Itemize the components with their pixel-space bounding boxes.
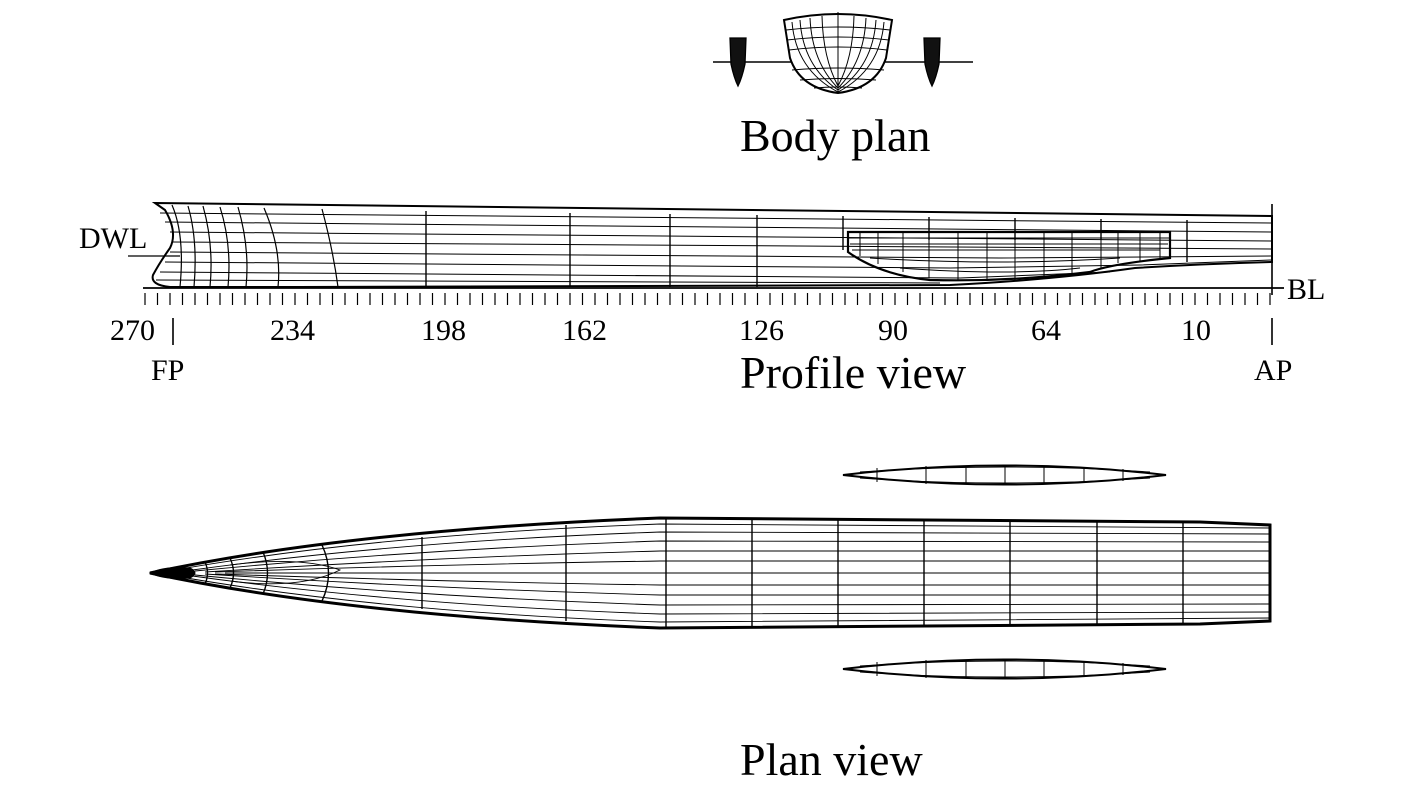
- body-plan: [713, 12, 973, 95]
- station-label: 270: [110, 314, 155, 347]
- fp-label: FP: [151, 354, 185, 387]
- profile-sidehull: [846, 230, 1172, 282]
- profile-waterlines: [155, 212, 1273, 284]
- body-plan-left-sidehull: [729, 37, 747, 88]
- station-label: 64: [1031, 314, 1061, 347]
- station-label: 162: [562, 314, 607, 347]
- profile-scale-ticks: [144, 293, 1271, 305]
- profile-hull-outline: [151, 201, 1273, 288]
- plan-waterlines: [174, 523, 1271, 623]
- station-label: 10: [1181, 314, 1211, 347]
- station-label: 126: [739, 314, 784, 347]
- bl-label: BL: [1287, 273, 1326, 306]
- profile-bow-stations: [171, 204, 339, 288]
- profile-stations: [425, 211, 1188, 287]
- dwl-label: DWL: [79, 222, 148, 255]
- sidehull-outline: [846, 230, 1172, 282]
- plan-view-caption: Plan view: [740, 734, 923, 785]
- profile-view-caption: Profile view: [740, 347, 967, 398]
- plan-main-hull: [148, 516, 1272, 630]
- plan-view: [148, 464, 1272, 680]
- profile-view: [128, 201, 1284, 345]
- station-label: 234: [270, 314, 315, 347]
- body-plan-right-sidehull: [923, 37, 941, 88]
- plan-stations: [204, 519, 1184, 627]
- plan-bottom-sidehull: [842, 658, 1167, 680]
- station-label: 90: [878, 314, 908, 347]
- station-label: 198: [421, 314, 466, 347]
- body-plan-sections: [785, 12, 891, 93]
- plan-top-sidehull: [842, 464, 1167, 486]
- body-plan-caption: Body plan: [740, 110, 931, 161]
- ap-label: AP: [1254, 354, 1293, 387]
